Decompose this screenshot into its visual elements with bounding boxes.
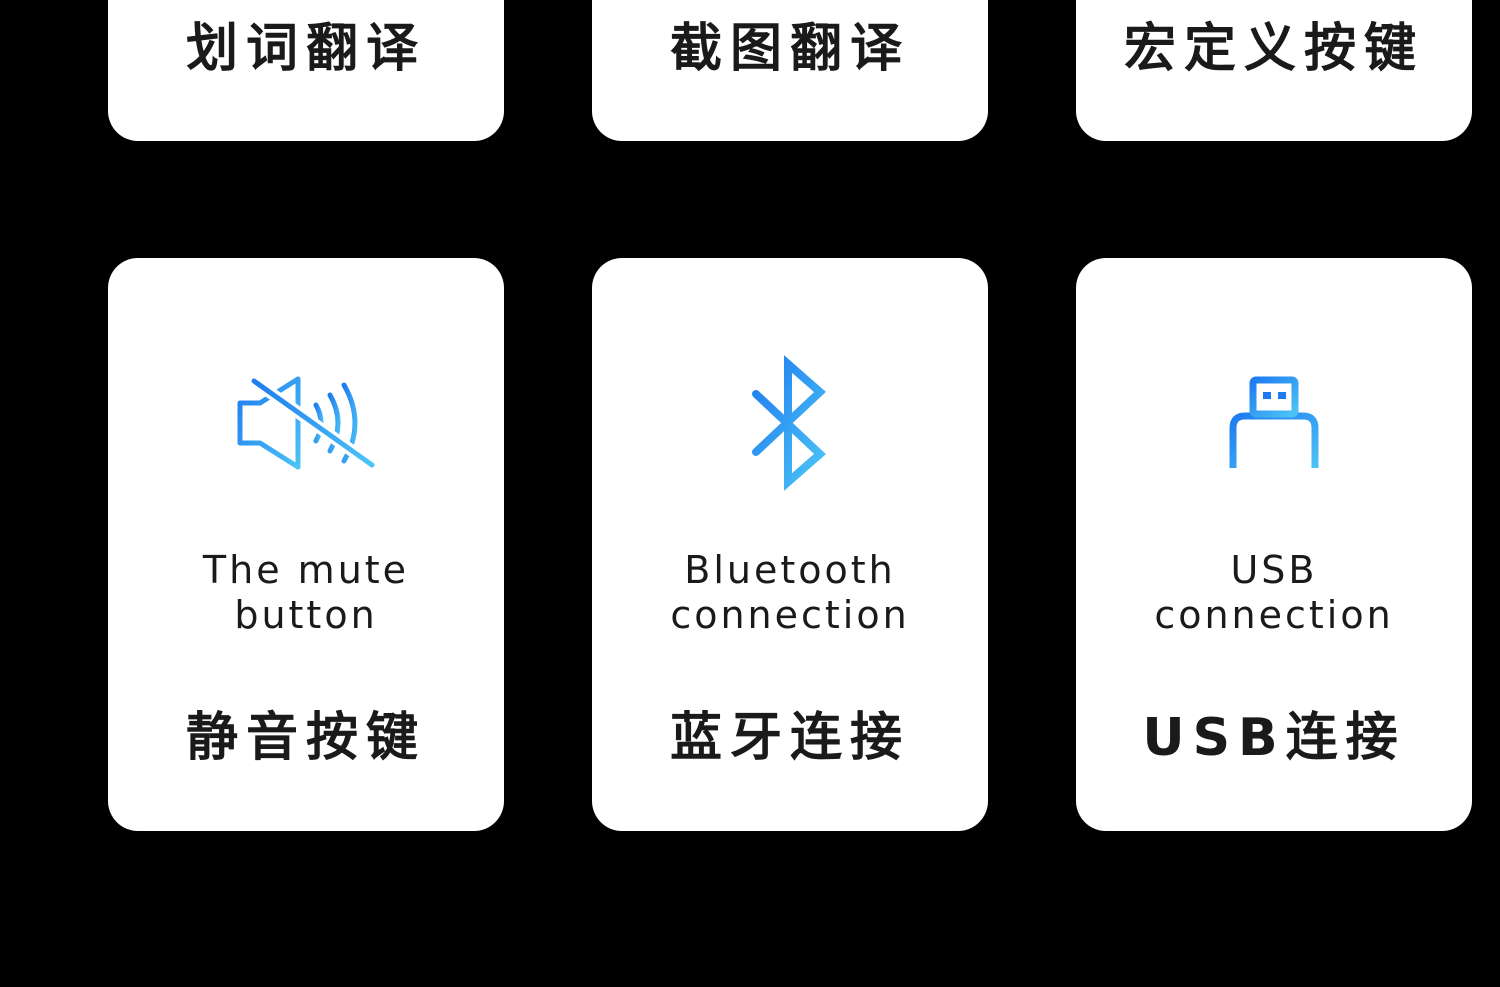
feature-title: USB连接 [1142,708,1406,768]
mute-speaker-icon [108,348,504,498]
feature-card-usb: USB connection USB连接 [1076,258,1472,831]
feature-title: 划词翻译 [185,19,426,79]
feature-card-bluetooth: Bluetooth connection 蓝牙连接 [592,258,988,831]
bluetooth-icon [592,348,988,498]
feature-english-label: Bluetooth connection [670,548,910,637]
feature-card-screenshot-translation: 截图翻译 [592,0,988,141]
feature-card-macro-keys: 宏定义按键 [1076,0,1472,141]
feature-english-label: The mute button [202,548,410,637]
usb-connector-icon [1076,348,1472,498]
feature-english-label: USB connection [1154,548,1394,637]
feature-title: 截图翻译 [669,19,910,79]
feature-title: 宏定义按键 [1123,19,1424,79]
feature-title: 蓝牙连接 [669,708,910,768]
feature-card-word-translation: 划词翻译 [108,0,504,141]
feature-card-mute: The mute button 静音按键 [108,258,504,831]
feature-title: 静音按键 [185,708,426,768]
